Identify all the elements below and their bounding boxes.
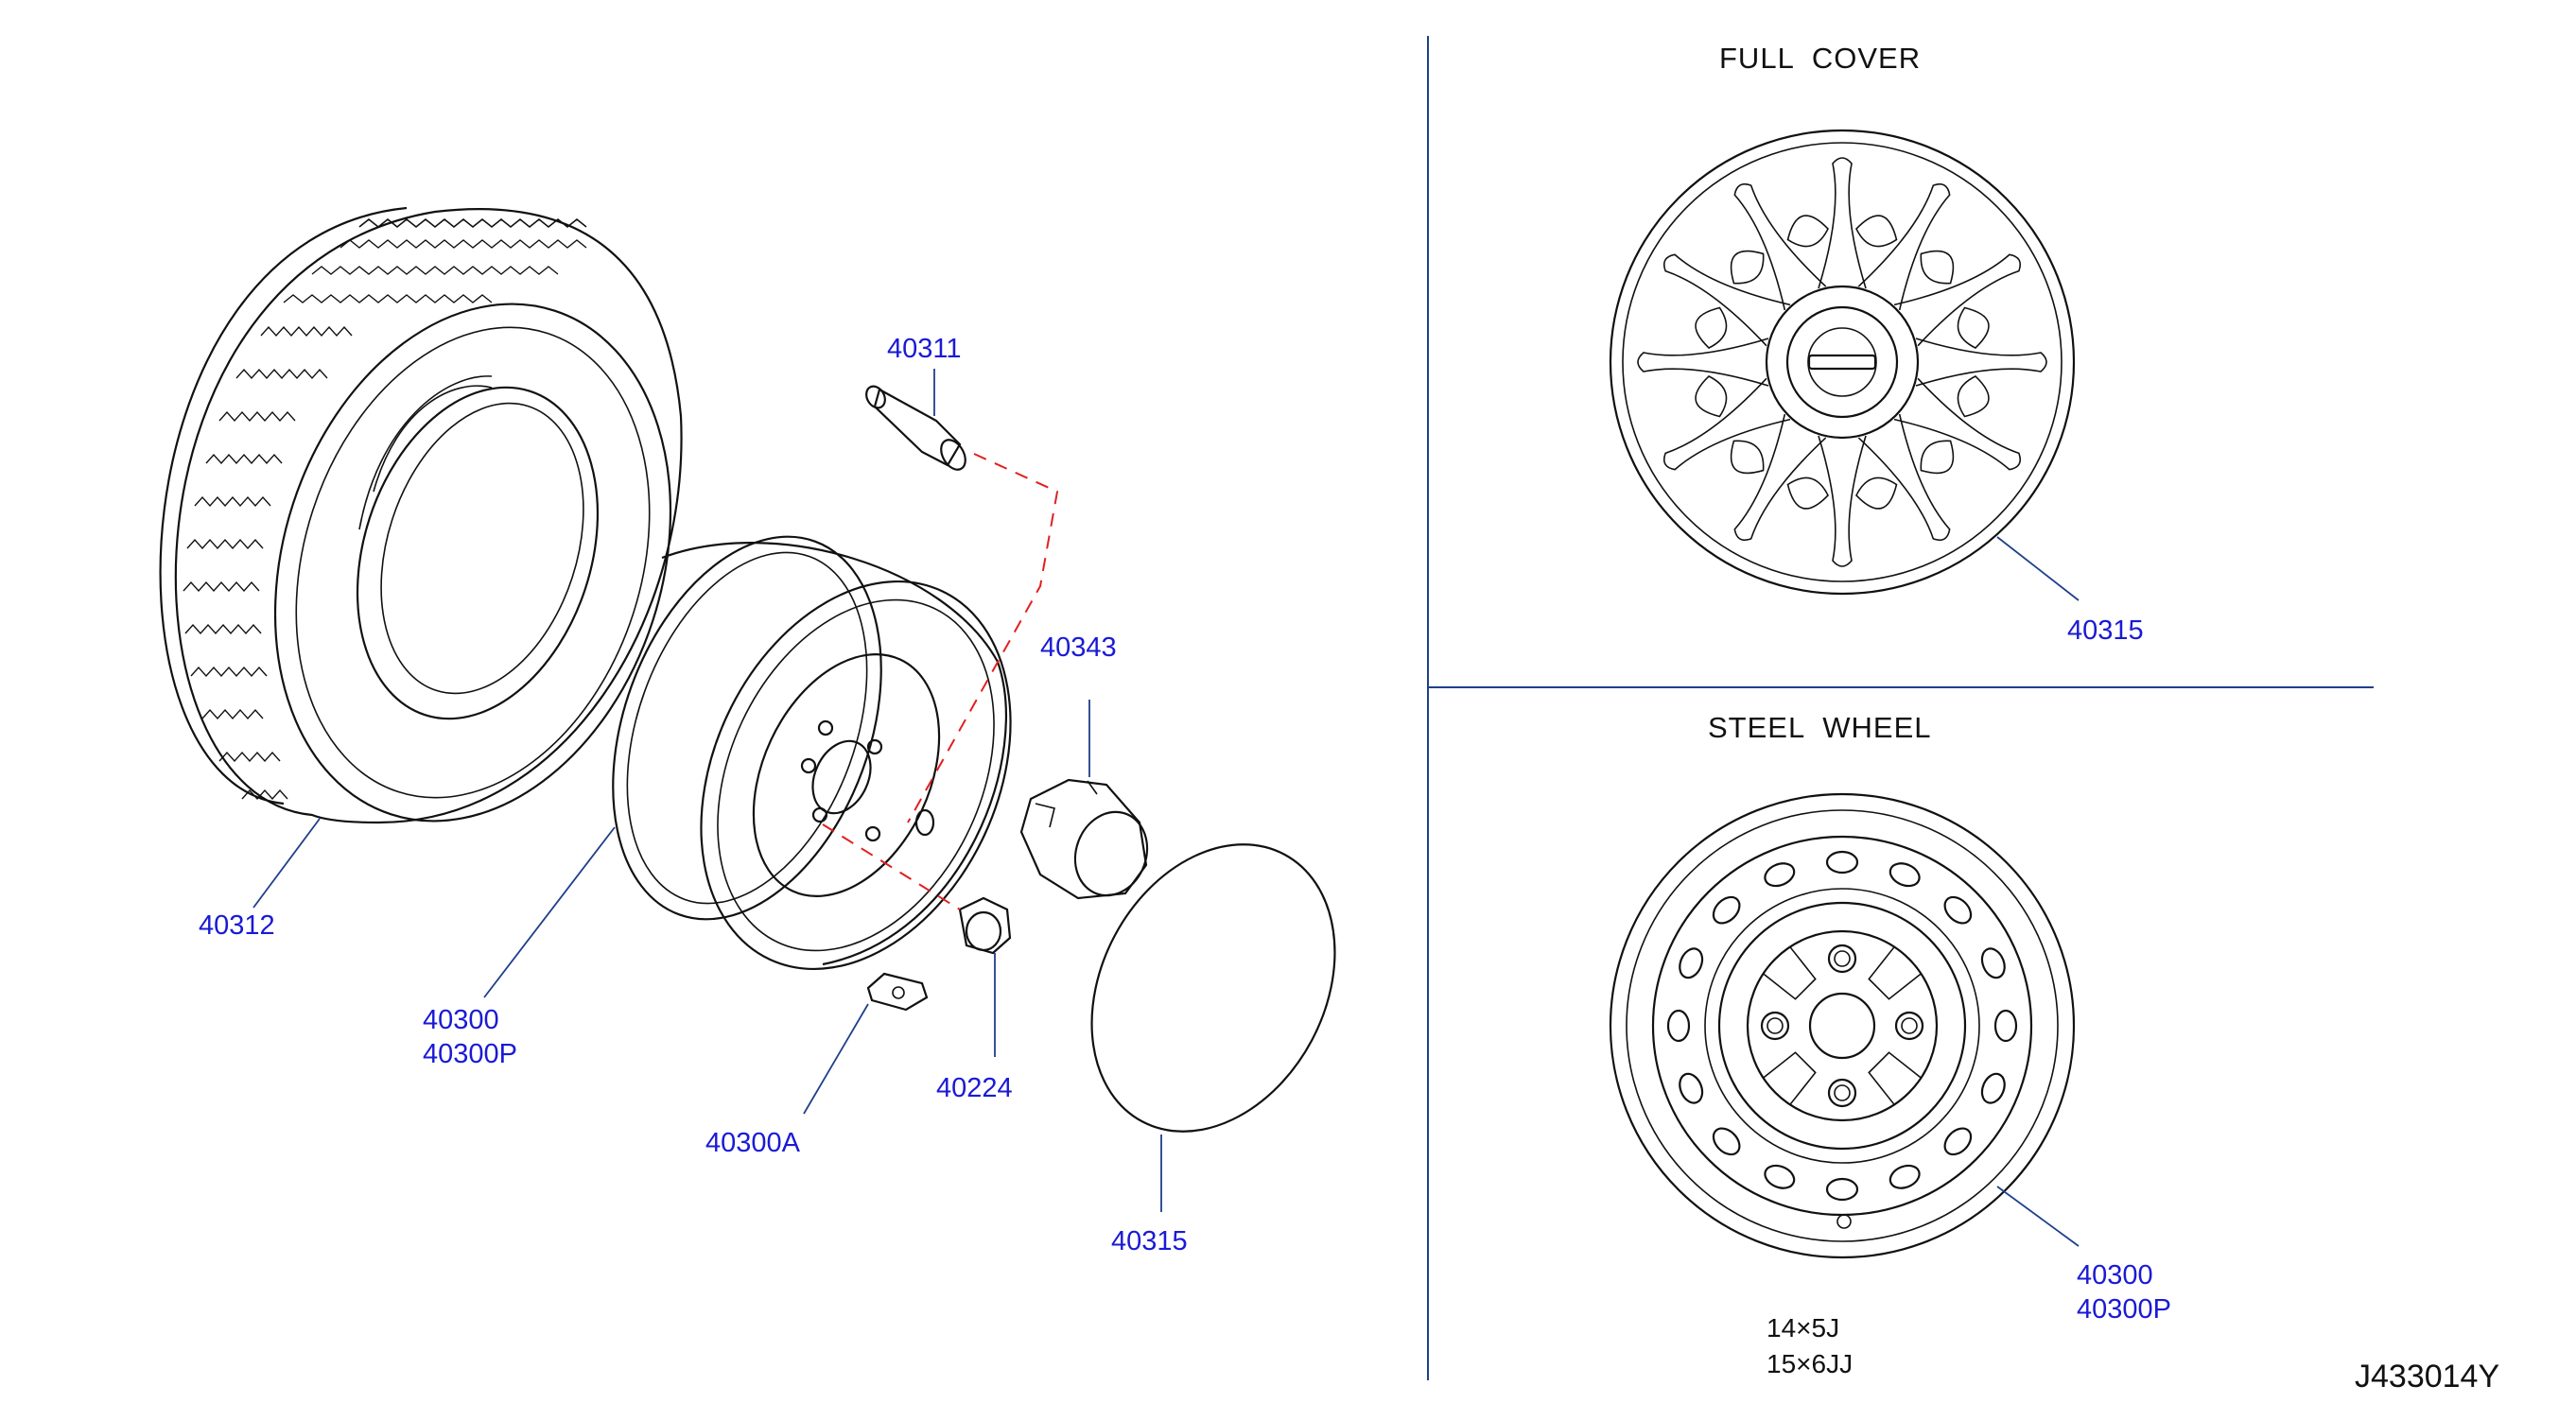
- steel-wheel-title: STEEL WHEEL: [1708, 711, 1932, 744]
- label-wheel-p[interactable]: 40300P: [423, 1039, 517, 1069]
- label-valve[interactable]: 40311: [887, 334, 962, 364]
- steel-wheel-drawing: [1609, 792, 2076, 1259]
- size-note-2: 15×6JJ: [1767, 1349, 1853, 1378]
- diagram-code: J433014Y: [2355, 1359, 2499, 1394]
- label-wheel[interactable]: 40300: [423, 1005, 499, 1035]
- full-cover-drawing: [1609, 129, 2076, 596]
- ornament-drawing: [1019, 778, 1149, 900]
- leader-lines: [252, 369, 2080, 1247]
- valve-drawing: [865, 385, 966, 471]
- label-ornament[interactable]: 40343: [1040, 632, 1117, 663]
- label-nut[interactable]: 40224: [936, 1073, 1013, 1103]
- label-tire[interactable]: 40312: [199, 910, 275, 941]
- balance-weight-drawing: [866, 972, 929, 1012]
- size-note-1: 14×5J: [1767, 1313, 1839, 1342]
- full-cover-title: FULL COVER: [1719, 42, 1921, 75]
- tire-drawing: [159, 206, 683, 824]
- label-steel-wheel-p[interactable]: 40300P: [2077, 1294, 2171, 1325]
- nut-drawing: [958, 896, 1012, 955]
- label-cover-right[interactable]: 40315: [2067, 615, 2144, 646]
- cover-disc-drawing: [1090, 843, 1336, 1133]
- valve-path-dashed: [907, 453, 1059, 823]
- nut-path-dashed: [822, 823, 961, 910]
- label-balance-weight[interactable]: 40300A: [705, 1128, 801, 1158]
- label-steel-wheel[interactable]: 40300: [2077, 1260, 2153, 1290]
- label-cover-left[interactable]: 40315: [1111, 1226, 1188, 1256]
- wheel-drawing: [612, 535, 1012, 971]
